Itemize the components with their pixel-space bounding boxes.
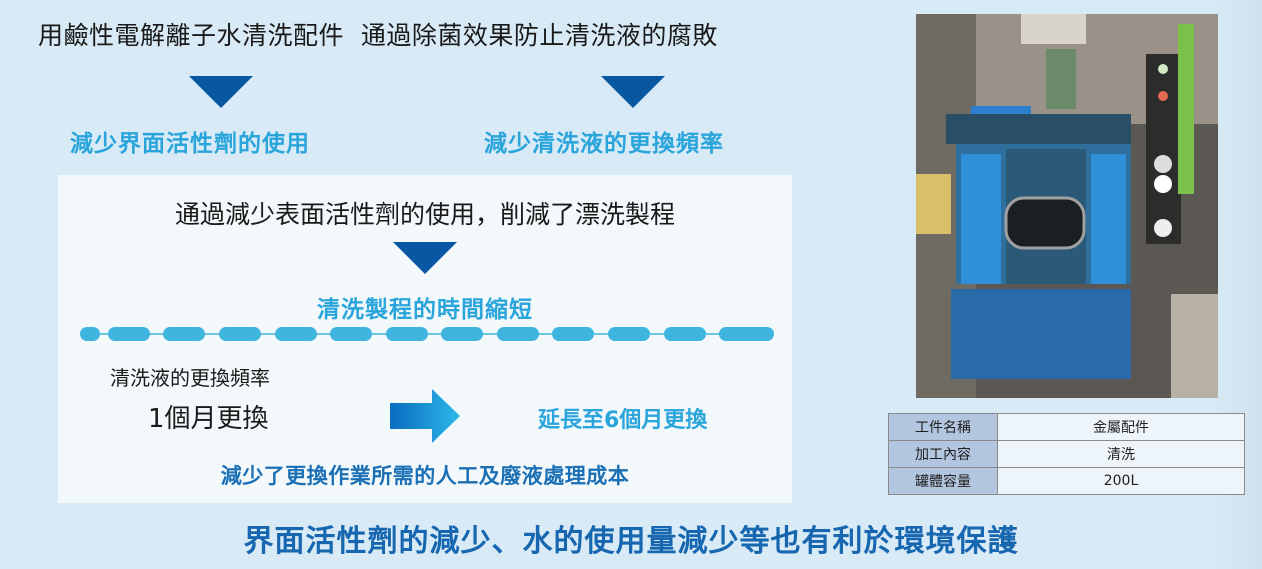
panel-result: 清洗製程的時間縮短 — [317, 297, 533, 323]
spec-key: 加工內容 — [888, 440, 998, 468]
down-arrow-icon — [393, 242, 457, 274]
table-row: 工件名稱 金屬配件 — [888, 413, 1245, 441]
spec-key: 罐體容量 — [888, 467, 998, 495]
cost-saving-note: 減少了更換作業所需的人工及廢液處理成本 — [220, 464, 630, 488]
down-arrow-icon — [601, 76, 665, 108]
spec-value: 金屬配件 — [997, 413, 1245, 441]
benefit-replacement: 減少清洗液的更換頻率 — [484, 131, 724, 157]
spec-value: 200L — [997, 467, 1245, 495]
panel-intro: 通過減少表面活性劑的使用，削減了漂洗製程 — [174, 200, 675, 229]
conclusion-banner: 界面活性劑的減少、水的使用量減少等也有利於環境保護 — [243, 524, 1019, 559]
new-interval: 延長至6個月更換 — [538, 408, 708, 433]
intro-left: 用鹼性電解離子水清洗配件 — [38, 21, 345, 50]
spec-table: 工件名稱 金屬配件 加工內容 清洗 罐體容量 200L — [888, 413, 1245, 495]
intro-line: 用鹼性電解離子水清洗配件 通過除菌效果防止清洗液的腐敗 — [38, 16, 718, 52]
dashed-divider — [80, 327, 774, 341]
right-arrow-icon — [390, 389, 460, 443]
table-row: 罐體容量 200L — [888, 467, 1245, 495]
detail-panel: 通過減少表面活性劑的使用，削減了漂洗製程 清洗製程的時間縮短 清洗液的更換頻率 … — [58, 175, 792, 503]
intro-right: 通過除菌效果防止清洗液的腐敗 — [360, 21, 718, 50]
spec-key: 工件名稱 — [888, 413, 998, 441]
washing-machine-photo — [916, 14, 1218, 398]
frequency-label: 清洗液的更換頻率 — [110, 366, 270, 390]
spec-value: 清洗 — [997, 440, 1245, 468]
old-interval: 1個月更換 — [148, 404, 269, 434]
table-row: 加工內容 清洗 — [888, 440, 1245, 468]
benefit-surfactant: 減少界面活性劑的使用 — [70, 131, 310, 157]
down-arrow-icon — [189, 76, 253, 108]
